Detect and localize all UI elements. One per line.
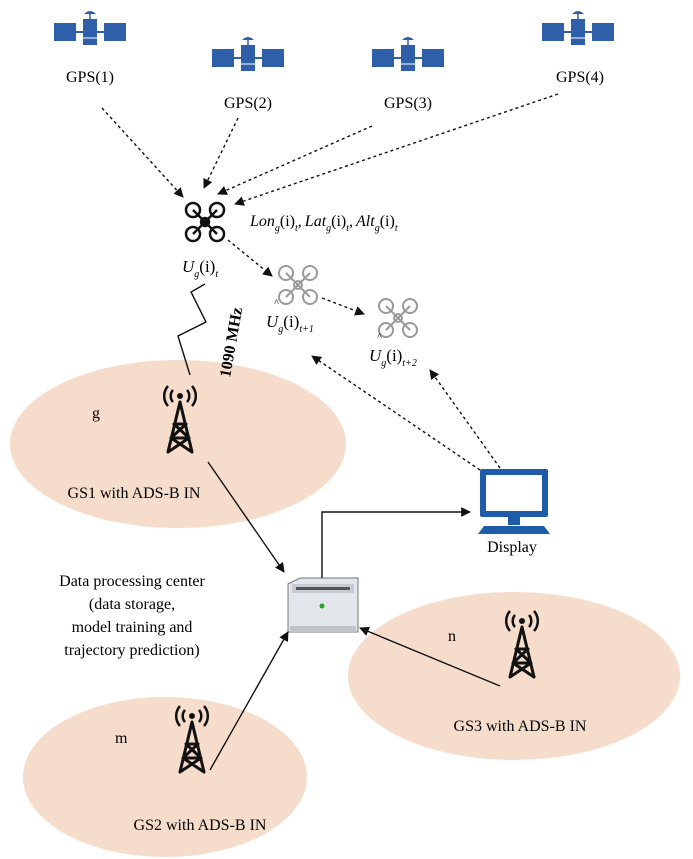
gs3-node-label: n	[448, 628, 456, 645]
gs1-label: GS1 with ADS-B IN	[68, 485, 201, 502]
drone-icon-predicted-t1	[278, 265, 318, 305]
hat-symbol-t2: ^	[377, 332, 382, 343]
monitor-icon	[478, 469, 550, 534]
drone-hub	[201, 218, 209, 226]
display-label: Display	[487, 539, 537, 556]
ground-station-area-2	[23, 697, 307, 857]
satellite-label-2: GPS(2)	[224, 95, 272, 112]
gps-link-1	[101, 107, 184, 198]
hat-symbol-t1: ^	[274, 298, 279, 309]
uav-current-label: Ug(i)t	[182, 257, 218, 280]
processing-center-line-4: trajectory prediction)	[64, 642, 200, 659]
radio-link-1090	[177, 283, 207, 376]
gps-link-2	[203, 117, 239, 189]
display-to-prediction-t1-arrow	[311, 355, 481, 471]
satellite-icon-1	[53, 10, 127, 46]
gs2-label: GS2 with ADS-B IN	[134, 817, 267, 834]
gs2-node-label: m	[115, 730, 128, 747]
gps-link-4	[234, 93, 559, 206]
prediction-arrow-t2	[321, 297, 365, 316]
processing-center-line-3: model training and	[72, 619, 193, 636]
processing-center-line-1: Data processing center	[59, 573, 205, 590]
gs2-to-server-arrow	[209, 631, 289, 771]
gs3-to-server-arrow	[359, 626, 501, 687]
gs3-label: GS3 with ADS-B IN	[454, 718, 587, 735]
satellite-icon-2	[211, 36, 285, 72]
satellite-icon-4	[541, 10, 615, 46]
processing-center-line-2: (data storage,	[89, 596, 175, 613]
satellite-label-3: GPS(3)	[384, 95, 432, 112]
satellite-label-1: GPS(1)	[66, 69, 114, 86]
satellite-label-4: GPS(4)	[556, 69, 604, 86]
server-icon	[287, 577, 359, 633]
gs1-node-label: g	[92, 405, 100, 422]
gps-link-3	[217, 125, 373, 195]
display-to-prediction-t2-arrow	[429, 369, 501, 469]
prediction-arrow-t1	[227, 239, 273, 277]
satellite-icon-3	[371, 36, 445, 72]
uav-coordinates-label: Long(i)t,Latg(i)t,Altg(i)t	[249, 213, 398, 234]
drone-icon-predicted-t2	[378, 298, 418, 338]
server-to-display-arrow	[321, 507, 471, 578]
uav-predicted-t1-label: Ug(i)t+1	[266, 312, 314, 335]
uav-predicted-t2-label: Ug(i)t+2	[369, 346, 417, 369]
gs1-to-server-arrow	[207, 461, 285, 573]
